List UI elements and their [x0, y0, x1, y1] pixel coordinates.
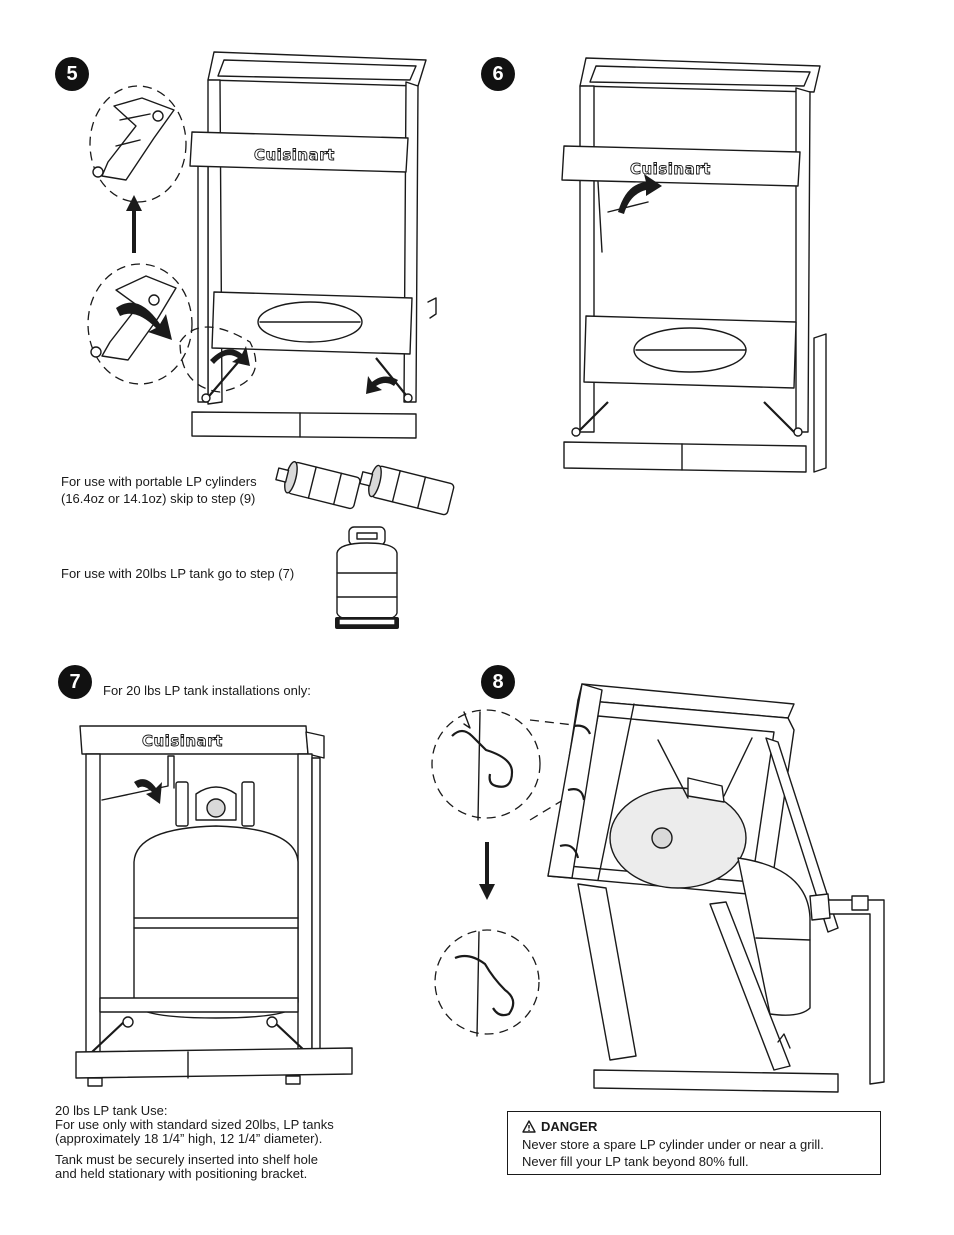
step-8-hook-detail-top — [431, 709, 541, 821]
step-6-cart-frame: Cuisinart — [561, 57, 827, 473]
step-8-down-arrow-icon — [479, 842, 495, 900]
step-8-badge: 8 — [481, 665, 515, 699]
step-6-brand-label: Cuisinart — [630, 160, 711, 178]
step-5-detail-bracket-bottom — [87, 263, 193, 385]
danger-warning-box: DANGER Never store a spare LP cylinder u… — [507, 1111, 881, 1175]
step-5-up-arrow-icon — [126, 195, 142, 253]
step-6-number: 6 — [492, 62, 504, 85]
tank-use-line-1: For use only with standard sized 20lbs, … — [55, 1117, 334, 1132]
step-7-badge: 7 — [58, 665, 92, 699]
step-7-number: 7 — [69, 670, 81, 693]
portable-cylinders-icon — [275, 460, 455, 516]
step-5-brand-label: Cuisinart — [254, 146, 335, 164]
step-8-cart-tilted — [547, 683, 885, 1093]
cylinder-note-line-2: (16.4oz or 14.1oz) skip to step (9) — [61, 491, 256, 506]
step-7-brand-label: Cuisinart — [142, 732, 223, 750]
step-8-hook-detail-bottom — [434, 929, 540, 1037]
tank-use-heading: 20 lbs LP tank Use: — [55, 1103, 168, 1118]
step-8-number: 8 — [492, 670, 504, 693]
step-7-cart-with-tank: Cuisinart — [75, 725, 353, 1087]
danger-title-row: DANGER — [522, 1119, 597, 1134]
step-7-caption: For 20 lbs LP tank installations only: — [103, 683, 311, 698]
step-5-number: 5 — [66, 62, 78, 85]
tank-use-line-4: and held stationary with positioning bra… — [55, 1166, 308, 1181]
step-5-cart-frame: Cuisinart — [179, 51, 437, 439]
step-5-detail-bracket-top — [89, 85, 187, 203]
tank-use-line-2: (approximately 18 1/4” high, 12 1/4” dia… — [55, 1131, 323, 1146]
step-6-badge: 6 — [481, 57, 515, 91]
small-lp-tank-icon — [335, 526, 399, 629]
danger-line-2: Never fill your LP tank beyond 80% full. — [522, 1154, 749, 1169]
tank-note: For use with 20lbs LP tank go to step (7… — [61, 566, 295, 581]
warning-triangle-icon — [522, 1120, 536, 1133]
danger-line-1: Never store a spare LP cylinder under or… — [522, 1137, 824, 1152]
tank-use-line-3: Tank must be securely inserted into shel… — [55, 1152, 319, 1167]
danger-title: DANGER — [541, 1119, 598, 1134]
cylinder-note-line-1: For use with portable LP cylinders — [61, 474, 257, 489]
step-5-badge: 5 — [55, 57, 89, 91]
